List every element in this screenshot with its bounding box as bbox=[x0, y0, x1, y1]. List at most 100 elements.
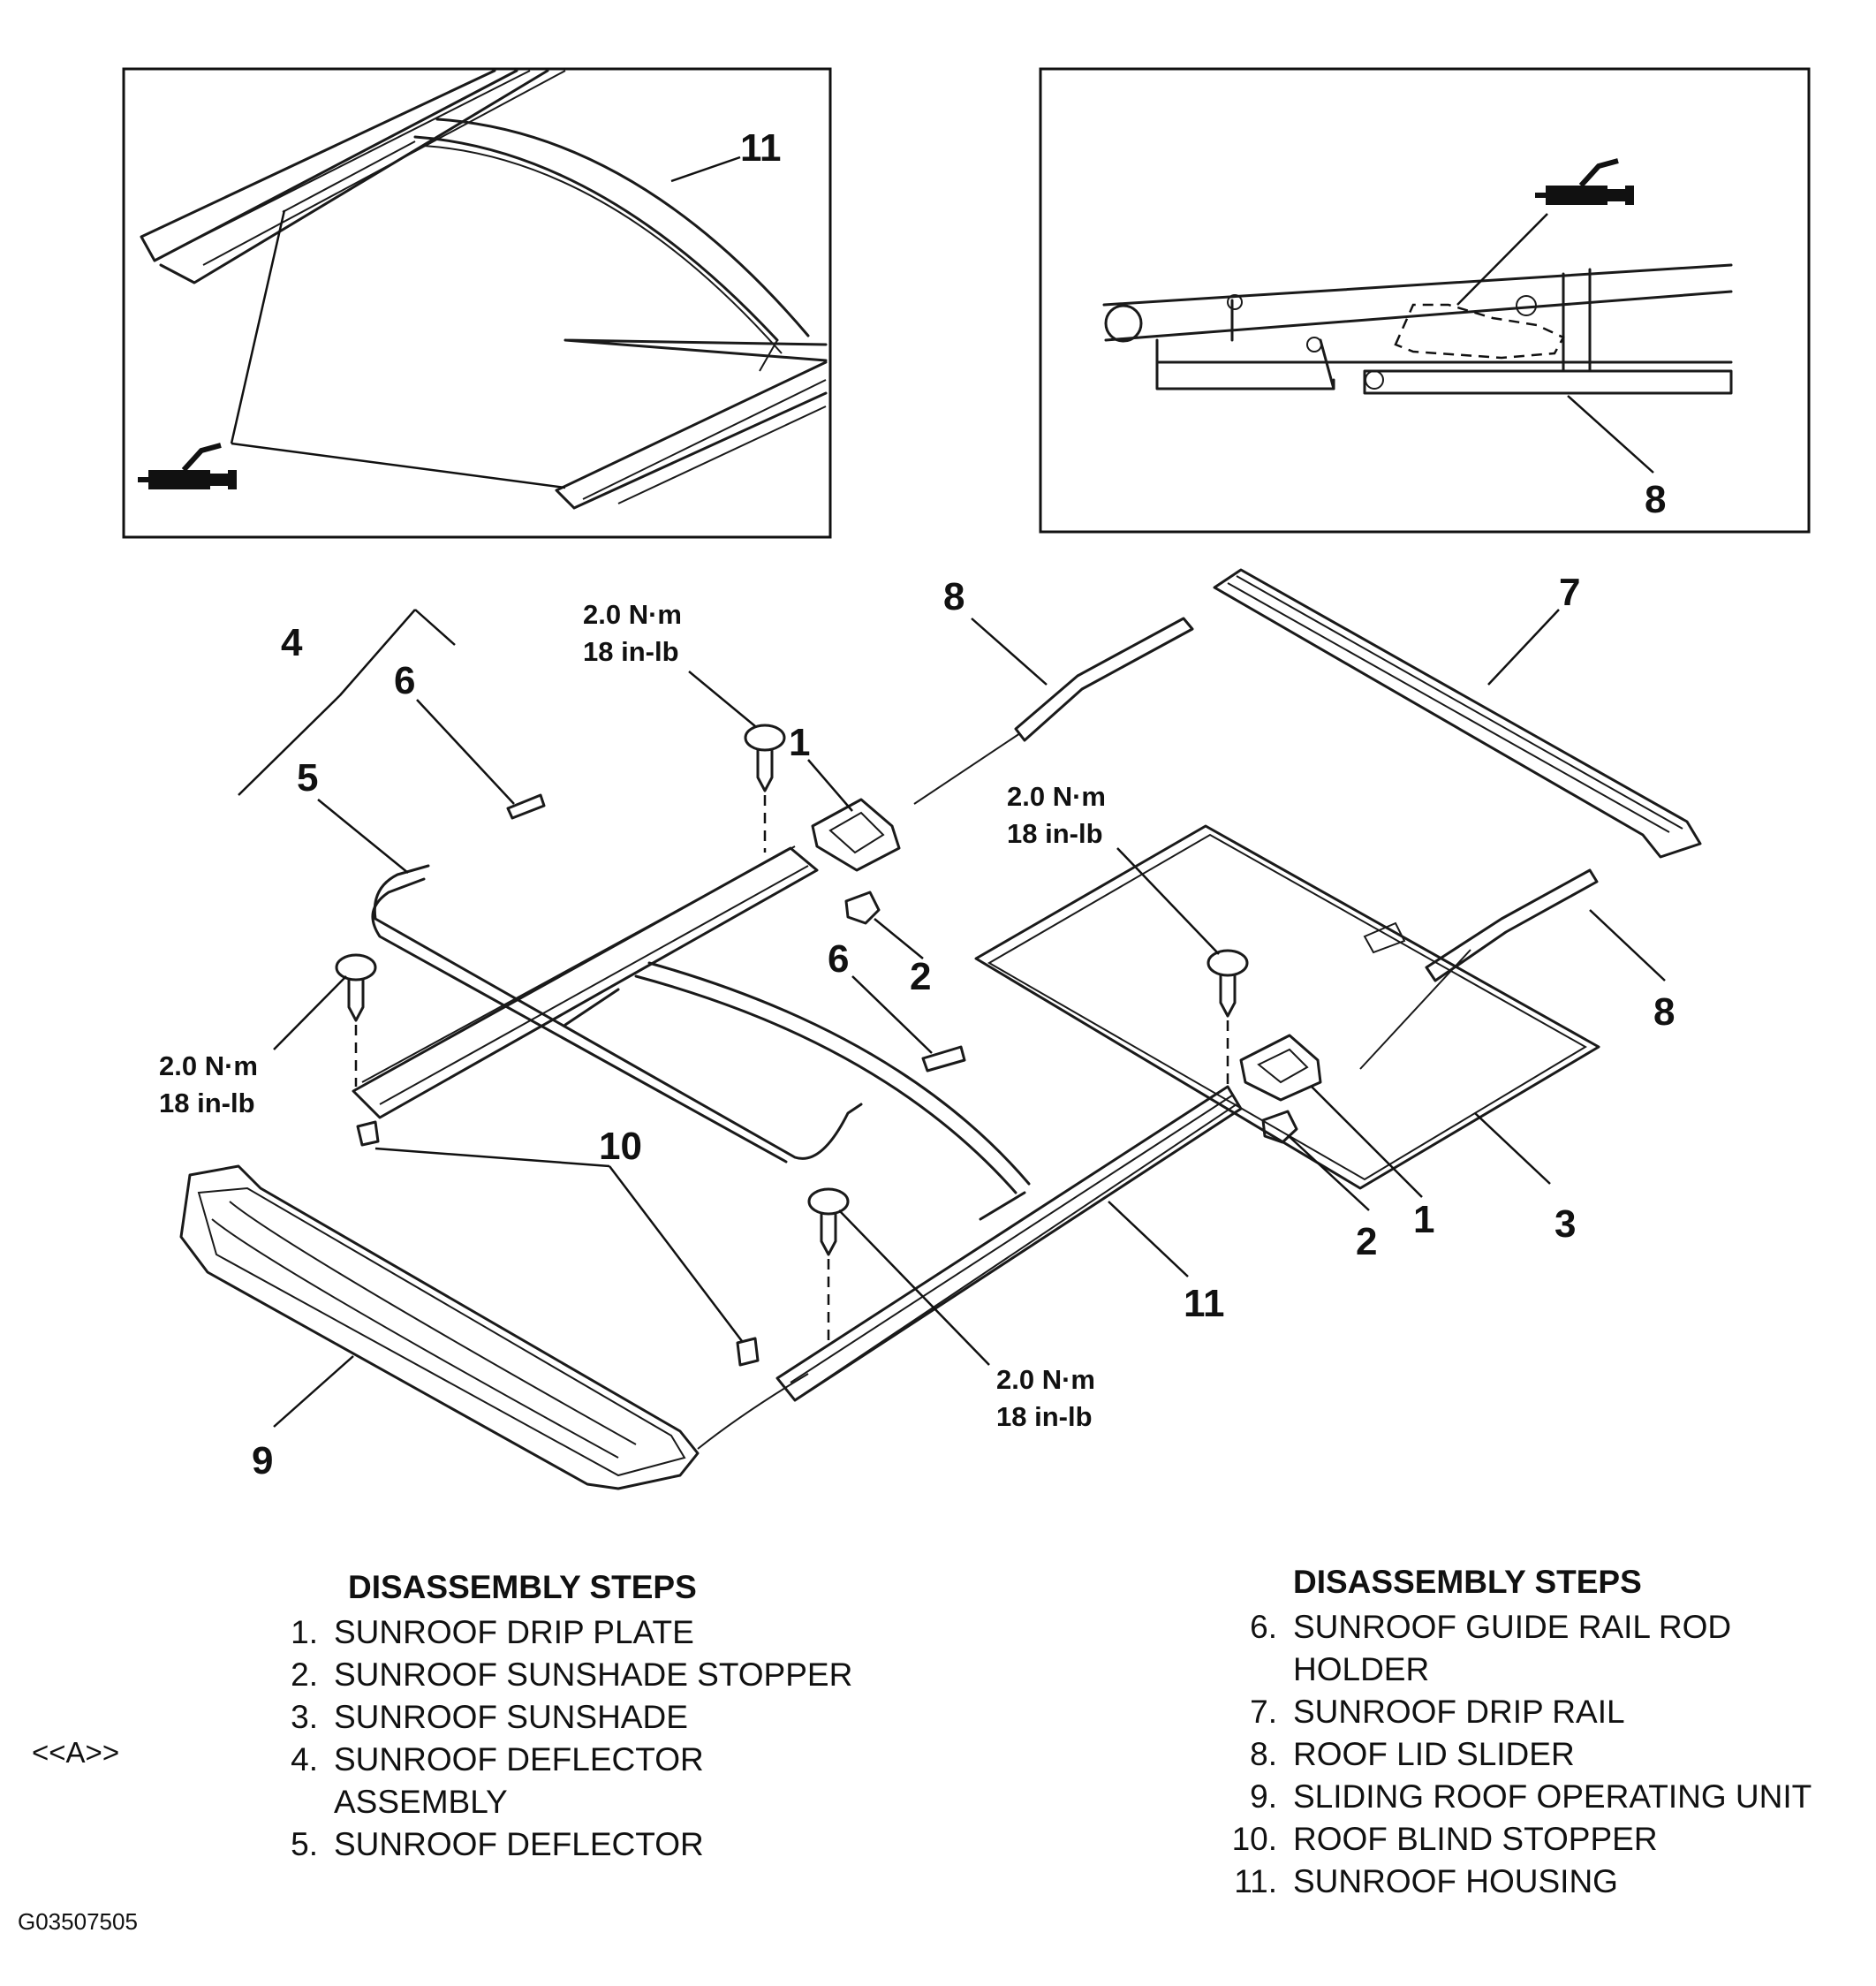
steps-left-title: DISASSEMBLY STEPS bbox=[348, 1569, 697, 1605]
step-number: 11. bbox=[1234, 1863, 1277, 1899]
step-row: ASSEMBLY bbox=[283, 1781, 954, 1823]
callout-8-right: 8 bbox=[1653, 990, 1675, 1034]
callout-8-top: 8 bbox=[943, 575, 964, 618]
inset-right-roof-edge bbox=[1102, 263, 1733, 342]
step-row: 1. SUNROOF DRIP PLATE bbox=[283, 1611, 954, 1654]
callout-3: 3 bbox=[1555, 1202, 1576, 1246]
main-exploded-view: 4 6 5 1 1 bbox=[159, 568, 1702, 1490]
inset-left-upper-rail bbox=[140, 69, 549, 284]
callout-11-inset: 11 bbox=[740, 126, 782, 170]
step-label: ROOF LID SLIDER bbox=[1293, 1736, 1575, 1772]
callout-6-left: 6 bbox=[394, 659, 415, 702]
step-row: HOLDER bbox=[1226, 1649, 1876, 1691]
callout-7: 7 bbox=[1559, 571, 1580, 614]
step-label: SUNROOF DEFLECTOR bbox=[334, 1826, 704, 1862]
step-number: 7. bbox=[1250, 1694, 1277, 1730]
step-row: 9.SLIDING ROOF OPERATING UNIT bbox=[1226, 1776, 1876, 1818]
callout-6-mid: 6 bbox=[828, 937, 849, 981]
step-label: SUNROOF DRIP PLATE bbox=[334, 1614, 694, 1650]
callout-1-right: 1 bbox=[1413, 1198, 1434, 1241]
torque-spec-top-inlb: 18 in-lb bbox=[583, 636, 679, 667]
step-row: 3. SUNROOF SUNSHADE bbox=[283, 1696, 954, 1739]
step-label: ASSEMBLY bbox=[334, 1784, 508, 1820]
sliding-roof-operating-unit bbox=[179, 1164, 700, 1490]
step-number: 1. bbox=[291, 1614, 318, 1650]
inset-left-lower-rail bbox=[555, 338, 828, 510]
inset-right-arrow bbox=[1456, 213, 1548, 306]
torque-spec-bottom-nm: 2.0 N·m bbox=[996, 1364, 1095, 1395]
step-label: SUNROOF HOUSING bbox=[1293, 1863, 1618, 1899]
sunroof-housing-left-rail bbox=[352, 846, 819, 1119]
step-row: 11. SUNROOF HOUSING bbox=[1226, 1861, 1876, 1903]
step-number: 8. bbox=[1250, 1736, 1277, 1772]
torque-spec-right-nm: 2.0 N·m bbox=[1007, 781, 1106, 812]
disassembly-steps-right: DISASSEMBLY STEPS 6. SUNROOF GUIDE RAIL R… bbox=[1226, 1564, 1876, 1903]
callout-4: 4 bbox=[281, 621, 303, 664]
roof-blind-stopper-right bbox=[736, 1337, 760, 1367]
callout-2-mid: 2 bbox=[910, 955, 931, 998]
bolt-left bbox=[335, 953, 377, 1087]
bolt-right bbox=[1207, 949, 1249, 1087]
guide-rail-rod-holder-left bbox=[506, 793, 546, 820]
figure-code: G03507505 bbox=[18, 1908, 138, 1935]
torque-spec-left-nm: 2.0 N·m bbox=[159, 1050, 258, 1081]
inset-right-hidden-slider bbox=[1394, 303, 1565, 360]
torque-spec-top-nm: 2.0 N·m bbox=[583, 599, 682, 630]
step-row: 2. SUNROOF SUNSHADE STOPPER bbox=[283, 1654, 954, 1696]
inset-left-housing-arc bbox=[413, 117, 810, 342]
step-number: 4. bbox=[291, 1741, 318, 1778]
inset-right: 8 bbox=[1039, 67, 1811, 534]
callout-2-right: 2 bbox=[1356, 1220, 1377, 1263]
callout-9: 9 bbox=[252, 1439, 273, 1482]
bolt-top-center bbox=[744, 724, 786, 853]
sunroof-drip-plate-right bbox=[1239, 1034, 1322, 1102]
torque-spec-bottom-inlb: 18 in-lb bbox=[996, 1401, 1093, 1432]
inset-left: 11 bbox=[122, 67, 832, 539]
step-number: 6. bbox=[1250, 1609, 1277, 1645]
steps-right-list: 6. SUNROOF GUIDE RAIL ROD HOLDER 7. SUNROOF … bbox=[1226, 1606, 1876, 1903]
step-row: 10. ROOF BLIND STOPPER bbox=[1226, 1818, 1876, 1861]
step-number: 3. bbox=[291, 1699, 318, 1735]
grease-gun-icon bbox=[1535, 158, 1634, 205]
torque-spec-left-inlb: 18 in-lb bbox=[159, 1088, 255, 1118]
step-row: 7. SUNROOF DRIP RAIL bbox=[1226, 1691, 1876, 1733]
disassembly-steps-left: DISASSEMBLY STEPS 1. SUNROOF DRIP PLATE 2.… bbox=[283, 1569, 954, 1866]
callout-10: 10 bbox=[599, 1125, 642, 1168]
step-label: SUNROOF DRIP RAIL bbox=[1293, 1694, 1625, 1730]
sunroof-drip-rail bbox=[1213, 568, 1702, 859]
step-number: 2. bbox=[291, 1656, 318, 1693]
roof-lid-slider-top bbox=[1014, 617, 1194, 742]
callout-8-inset: 8 bbox=[1645, 478, 1666, 521]
step-row: 6. SUNROOF GUIDE RAIL ROD bbox=[1226, 1606, 1876, 1649]
step-number: 9. bbox=[1250, 1778, 1277, 1815]
bolt-lower-center bbox=[807, 1187, 850, 1343]
inset-left-arrow-upper bbox=[230, 209, 286, 444]
steps-left-list: 1. SUNROOF DRIP PLATE 2. SUNROOF SUNSHADE S… bbox=[283, 1611, 954, 1866]
step-label: SUNROOF DEFLECTOR bbox=[334, 1741, 704, 1778]
note-marker-a: <<A>> bbox=[32, 1736, 120, 1769]
callout-5: 5 bbox=[297, 756, 318, 800]
sunroof-drip-plate-top bbox=[811, 798, 901, 872]
steps-right-title: DISASSEMBLY STEPS bbox=[1293, 1564, 1642, 1600]
grease-gun-icon bbox=[138, 443, 237, 489]
deflector-assembly-bracket bbox=[238, 609, 456, 796]
step-label: ROOF BLIND STOPPER bbox=[1293, 1821, 1658, 1857]
sunroof-housing-arc bbox=[634, 961, 1031, 1194]
step-row: 8. ROOF LID SLIDER bbox=[1226, 1733, 1876, 1776]
roof-lid-slider-right bbox=[1425, 868, 1599, 982]
step-label: SUNROOF GUIDE RAIL ROD bbox=[1293, 1609, 1732, 1645]
step-label: SUNROOF SUNSHADE STOPPER bbox=[334, 1656, 853, 1693]
step-label: SUNROOF SUNSHADE bbox=[334, 1699, 688, 1735]
callout-1-top: 1 bbox=[789, 721, 810, 764]
inset-right-frame bbox=[1039, 67, 1811, 534]
step-number bbox=[1226, 1649, 1277, 1691]
step-label: HOLDER bbox=[1293, 1651, 1430, 1687]
sunshade-stopper-mid bbox=[844, 891, 881, 925]
guide-rail-rod-holder-mid bbox=[921, 1045, 966, 1073]
step-number bbox=[283, 1781, 318, 1823]
step-row: 5.SUNROOF DEFLECTOR bbox=[283, 1823, 954, 1866]
inset-left-arrow-lower bbox=[231, 442, 566, 489]
step-number: 10. bbox=[1231, 1821, 1277, 1857]
step-row: 4. SUNROOF DEFLECTOR bbox=[283, 1739, 954, 1781]
